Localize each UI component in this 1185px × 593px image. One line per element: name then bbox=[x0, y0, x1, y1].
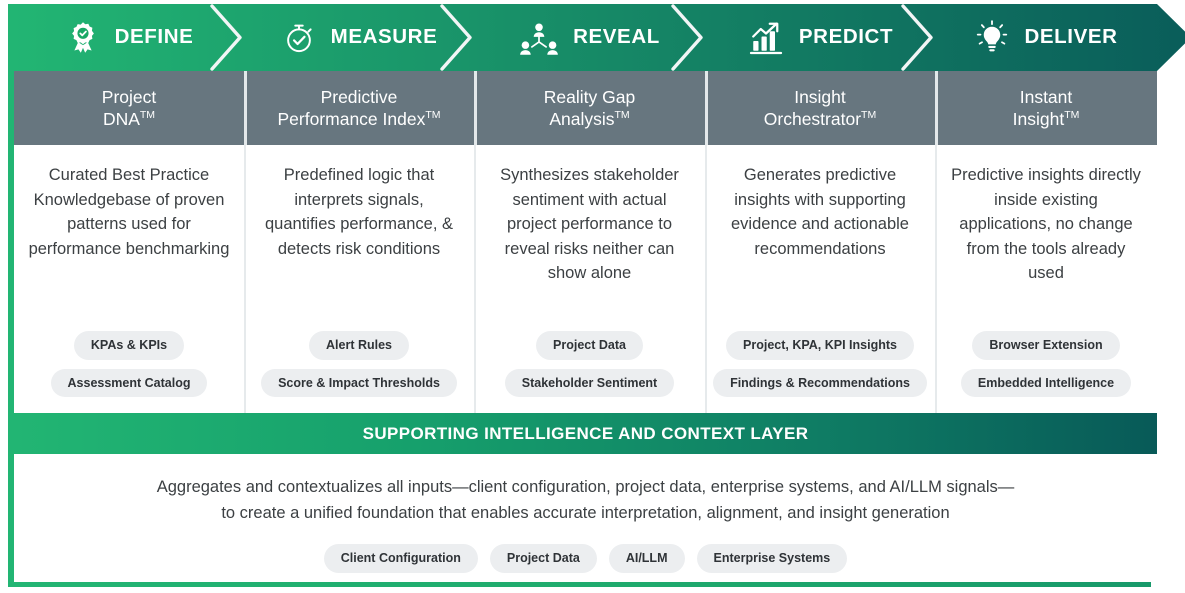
capability-column: Predictive insights directly inside exis… bbox=[935, 145, 1157, 413]
capability-description: Curated Best Practice Knowledgebase of p… bbox=[28, 166, 230, 258]
supporting-layer-line1: Aggregates and contextualizes all inputs… bbox=[156, 478, 1015, 496]
stage-predict[interactable]: PREDICT bbox=[705, 4, 935, 71]
capability-description: Predictive insights directly inside exis… bbox=[951, 166, 1141, 282]
capability-columns: Curated Best Practice Knowledgebase of p… bbox=[14, 145, 1157, 413]
stopwatch-check-icon bbox=[281, 20, 317, 56]
stage-deliver[interactable]: DELIVER bbox=[935, 4, 1185, 71]
supporting-layer-pill[interactable]: AI/LLM bbox=[608, 544, 685, 573]
capability-pill[interactable]: Embedded Intelligence bbox=[960, 368, 1132, 397]
supporting-layer-bar: SUPPORTING INTELLIGENCE AND CONTEXT LAYE… bbox=[14, 413, 1157, 454]
supporting-layer-pill[interactable]: Project Data bbox=[489, 544, 597, 573]
award-ribbon-icon bbox=[65, 20, 101, 56]
product-name-line1: Project bbox=[101, 87, 157, 107]
supporting-layer-line2: to create a unified foundation that enab… bbox=[221, 504, 950, 522]
product-name-line1: Instant bbox=[1019, 87, 1073, 107]
capability-column: Curated Best Practice Knowledgebase of p… bbox=[14, 145, 244, 413]
stage-measure[interactable]: MEASURE bbox=[244, 4, 474, 71]
stage-label: DELIVER bbox=[1024, 25, 1118, 49]
supporting-layer-body: Aggregates and contextualizes all inputs… bbox=[14, 454, 1157, 582]
capability-pill[interactable]: Alert Rules bbox=[309, 331, 409, 360]
stage-label: PREDICT bbox=[798, 25, 894, 49]
trademark-symbol: TM bbox=[861, 109, 877, 122]
product-name-line2: Analysis bbox=[549, 109, 615, 129]
capability-pill[interactable]: Browser Extension bbox=[972, 331, 1120, 360]
capability-description: Predefined logic that interprets signals… bbox=[264, 166, 454, 258]
people-network-icon bbox=[519, 20, 559, 56]
trademark-symbol: TM bbox=[1064, 109, 1080, 122]
capability-pill[interactable]: KPAs & KPIs bbox=[73, 331, 185, 360]
diagram-frame: DEFINE MEASURE REVEAL PREDICT bbox=[8, 4, 1151, 587]
product-name-line1: Reality Gap bbox=[543, 87, 636, 107]
capability-pill[interactable]: Project Data bbox=[536, 331, 643, 360]
stage-banner: DEFINE MEASURE REVEAL PREDICT bbox=[14, 4, 1185, 71]
product-name-line1: Predictive bbox=[320, 87, 398, 107]
capability-pill[interactable]: Findings & Recommendations bbox=[713, 368, 927, 397]
capability-description: Generates predictive insights with suppo… bbox=[731, 166, 909, 258]
product-name-line2: Performance Index bbox=[277, 109, 426, 129]
stage-reveal[interactable]: REVEAL bbox=[474, 4, 705, 71]
product-name-line2: Orchestrator bbox=[763, 109, 862, 129]
capability-description: Synthesizes stakeholder sentiment with a… bbox=[500, 166, 679, 282]
trademark-symbol: TM bbox=[614, 109, 630, 122]
product-name-line2: DNA bbox=[102, 109, 140, 129]
trademark-symbol: TM bbox=[425, 109, 441, 122]
supporting-layer-title: SUPPORTING INTELLIGENCE AND CONTEXT LAYE… bbox=[362, 424, 809, 443]
stage-label: MEASURE bbox=[330, 25, 438, 49]
product-name-line1: Insight bbox=[794, 87, 846, 107]
capability-pill[interactable]: Stakeholder Sentiment bbox=[504, 368, 675, 397]
capability-pill[interactable]: Score & Impact Thresholds bbox=[261, 368, 457, 397]
trademark-symbol: TM bbox=[139, 109, 156, 122]
capability-column: Synthesizes stakeholder sentiment with a… bbox=[474, 145, 705, 413]
capability-pill[interactable]: Project, KPA, KPI Insights bbox=[726, 331, 914, 360]
supporting-layer-pill[interactable]: Enterprise Systems bbox=[696, 544, 848, 573]
product-name-line2: Insight bbox=[1012, 109, 1065, 129]
capability-pill[interactable]: Assessment Catalog bbox=[50, 368, 208, 397]
stage-label: REVEAL bbox=[573, 25, 660, 49]
lightbulb-icon bbox=[974, 20, 1010, 56]
supporting-layer-pills: Client Configuration Project Data AI/LLM En… bbox=[323, 544, 848, 573]
stage-define[interactable]: DEFINE bbox=[14, 4, 244, 71]
bar-chart-arrow-icon bbox=[747, 20, 785, 56]
capability-column: Generates predictive insights with suppo… bbox=[705, 145, 935, 413]
stage-label: DEFINE bbox=[114, 25, 194, 49]
capability-column: Predefined logic that interprets signals… bbox=[244, 145, 474, 413]
supporting-layer-pill[interactable]: Client Configuration bbox=[323, 544, 478, 573]
supporting-layer-description: Aggregates and contextualizes all inputs… bbox=[157, 474, 1015, 526]
